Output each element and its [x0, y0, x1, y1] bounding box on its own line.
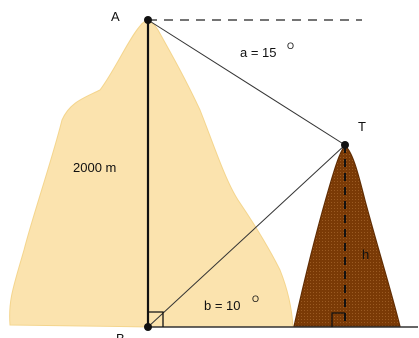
label-angle-a-degree: O	[287, 41, 294, 51]
right-angle-marker-b	[148, 311, 164, 327]
label-height-main: 2000 m	[73, 160, 116, 175]
label-point-b: B	[116, 331, 125, 338]
point-t-dot	[341, 141, 349, 149]
line-a-to-t	[147, 19, 346, 146]
right-angle-marker-h	[331, 312, 345, 327]
label-point-a: A	[111, 9, 120, 24]
label-height-small: h	[362, 247, 369, 262]
line-b-to-t	[147, 144, 346, 328]
big-mountain-shape	[9, 20, 294, 328]
small-hill-shape	[293, 145, 401, 327]
label-angle-b-degree: O	[252, 294, 259, 304]
label-point-t: T	[358, 119, 366, 134]
label-angle-a: a = 15	[240, 45, 277, 60]
point-a-dot	[144, 16, 152, 24]
label-angle-b: b = 10	[204, 298, 241, 313]
point-b-dot	[144, 323, 152, 331]
